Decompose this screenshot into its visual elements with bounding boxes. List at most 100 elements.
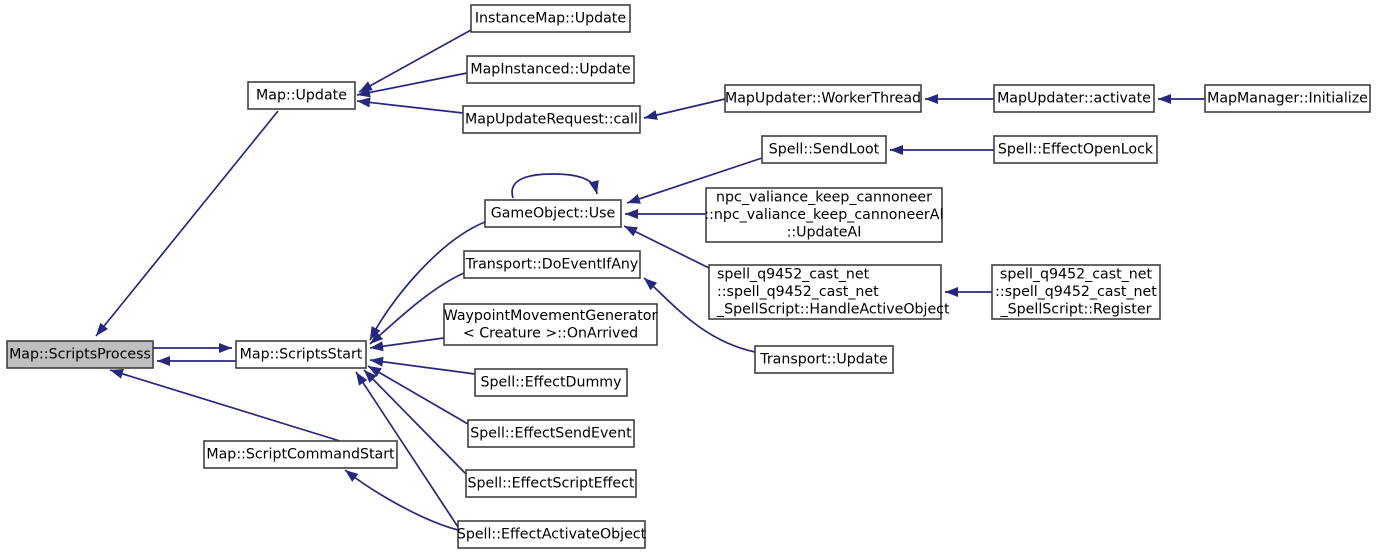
arrowhead-icon — [157, 356, 170, 366]
node-label-line: Spell::EffectScriptEffect — [468, 476, 635, 492]
node-box[interactable] — [465, 469, 637, 498]
arrowhead-icon — [368, 366, 382, 377]
arrowhead-icon — [357, 97, 371, 108]
node-label-line: InstanceMap::Update — [475, 11, 626, 27]
node-box[interactable] — [708, 264, 942, 320]
arrowhead-icon — [624, 226, 638, 237]
node-scriptcommandstart[interactable]: Map::ScriptCommandStart — [203, 440, 398, 469]
node-scriptsstart[interactable]: Map::ScriptsStart — [235, 340, 367, 369]
edge-spellsendloot-to-gameobjectuse — [626, 157, 763, 204]
node-spelleffectsendevent[interactable]: Spell::EffectSendEvent — [467, 419, 635, 448]
edge-line — [358, 29, 472, 93]
node-box[interactable] — [1204, 84, 1371, 113]
node-label-line: spell_q9452_cast_net — [717, 267, 870, 283]
arrowhead-icon — [364, 370, 377, 383]
edge-instancemapupdate-to-mapupdate — [358, 29, 472, 93]
node-mapmanagerinitialize[interactable]: MapManager::Initialize — [1204, 84, 1371, 113]
node-gameobjectuse[interactable]: GameObject::Use — [484, 199, 622, 228]
node-box[interactable] — [6, 340, 154, 369]
node-label-line: ::spell_q9452_cast_net — [717, 284, 879, 300]
node-box[interactable] — [443, 303, 658, 346]
node-label-line: < Creature >::OnArrived — [463, 325, 638, 341]
edge-waypointonarrived-to-scriptsstart — [369, 337, 445, 352]
edge-q9452handle-to-gameobjectuse — [623, 225, 710, 269]
arrowhead-icon — [345, 470, 359, 482]
edge-transportupdate-to-transportdoeventifany — [643, 277, 756, 353]
node-box[interactable] — [754, 345, 894, 374]
arrowhead-icon — [627, 194, 641, 204]
edge-line — [356, 100, 464, 114]
arrowhead-icon — [625, 209, 638, 219]
node-box[interactable] — [466, 55, 635, 84]
node-box[interactable] — [470, 4, 631, 33]
node-mapupdate[interactable]: Map::Update — [247, 81, 356, 110]
node-box[interactable] — [462, 105, 641, 134]
node-waypointonarrived[interactable]: WaypointMovementGenerator< Creature >::O… — [443, 303, 658, 346]
node-label-line: WaypointMovementGenerator — [444, 308, 658, 324]
node-transportupdate[interactable]: Transport::Update — [754, 345, 894, 374]
node-q9452handle[interactable]: spell_q9452_cast_net::spell_q9452_cast_n… — [708, 264, 950, 320]
node-q9452register[interactable]: spell_q9452_cast_net::spell_q9452_cast_n… — [991, 264, 1161, 320]
node-box[interactable] — [474, 368, 628, 397]
node-label-line: Spell::EffectSendEvent — [470, 426, 632, 442]
node-instancemapupdate[interactable]: InstanceMap::Update — [470, 4, 631, 33]
node-transportdoeventifany[interactable]: Transport::DoEventIfAny — [463, 250, 641, 279]
node-label-line: MapManager::Initialize — [1207, 91, 1368, 107]
edge-spelleffectsendevent-to-scriptsstart — [367, 365, 469, 425]
node-box[interactable] — [993, 135, 1158, 164]
arrowhead-icon — [644, 278, 658, 291]
edge-line — [355, 371, 459, 528]
node-label-line: npc_valiance_keep_cannoneer — [716, 190, 932, 206]
node-label-line: Map::ScriptsStart — [240, 347, 363, 363]
arrowhead-icon — [925, 94, 938, 104]
node-box[interactable] — [247, 81, 356, 110]
node-spelleffectdummy[interactable]: Spell::EffectDummy — [474, 368, 628, 397]
node-label-line: _SpellScript::Register — [1000, 302, 1152, 318]
arrowhead-icon — [370, 341, 384, 352]
edge-mapupdateractivate-to-workerthread — [925, 94, 994, 104]
node-box[interactable] — [724, 84, 922, 113]
node-box[interactable] — [457, 520, 646, 549]
node-label-line: Spell::EffectActivateObject — [457, 527, 647, 543]
node-mapupdateractivate[interactable]: MapUpdater::activate — [993, 84, 1155, 113]
arrowhead-icon — [110, 369, 124, 379]
node-box[interactable] — [761, 135, 887, 164]
node-scriptsprocess[interactable]: Map::ScriptsProcess — [6, 340, 154, 369]
node-workerthread[interactable]: MapUpdater::WorkerThread — [724, 84, 922, 113]
node-box[interactable] — [991, 264, 1161, 320]
node-box[interactable] — [467, 419, 635, 448]
node-spelleffectscripteffect[interactable]: Spell::EffectScriptEffect — [465, 469, 637, 498]
node-spelleffectopenlock[interactable]: Spell::EffectOpenLock — [993, 135, 1158, 164]
node-label-line: ::UpdateAI — [787, 225, 862, 241]
edge-q9452register-to-q9452handle — [945, 287, 992, 297]
edge-mapmanagerinitialize-to-mapupdateractivate — [1158, 94, 1205, 104]
node-label-line: Spell::SendLoot — [769, 142, 880, 158]
edge-line — [511, 173, 598, 199]
node-spellsendloot[interactable]: Spell::SendLoot — [761, 135, 887, 164]
node-npcvaliance[interactable]: npc_valiance_keep_cannoneer::npc_valianc… — [704, 187, 944, 243]
node-label-line: GameObject::Use — [491, 206, 616, 222]
node-spelleffectactivateobject[interactable]: Spell::EffectActivateObject — [457, 520, 647, 549]
node-mapupdaterequestcall[interactable]: MapUpdateRequest::call — [462, 105, 641, 134]
arrowhead-icon — [357, 87, 371, 98]
node-box[interactable] — [463, 250, 641, 279]
node-label-line: Map::ScriptsProcess — [9, 347, 151, 363]
node-box[interactable] — [993, 84, 1155, 113]
arrowhead-icon — [370, 356, 384, 367]
node-box[interactable] — [484, 199, 622, 228]
arrowhead-icon — [356, 372, 368, 386]
node-box[interactable] — [203, 440, 398, 469]
edge-gameobjectuse-to-scriptsstart — [369, 221, 486, 341]
node-label-line: MapUpdater::WorkerThread — [725, 91, 921, 107]
edge-gameobjectuse-to-gameobjectuse — [511, 173, 599, 199]
node-box[interactable] — [235, 340, 367, 369]
node-label-line: Map::ScriptCommandStart — [206, 447, 395, 463]
edge-line — [369, 359, 476, 375]
edge-line — [109, 369, 341, 442]
arrowhead-icon — [1158, 94, 1171, 104]
edge-line — [356, 72, 468, 96]
node-mapinstancedupdate[interactable]: MapInstanced::Update — [466, 55, 635, 84]
node-box[interactable] — [705, 187, 943, 243]
